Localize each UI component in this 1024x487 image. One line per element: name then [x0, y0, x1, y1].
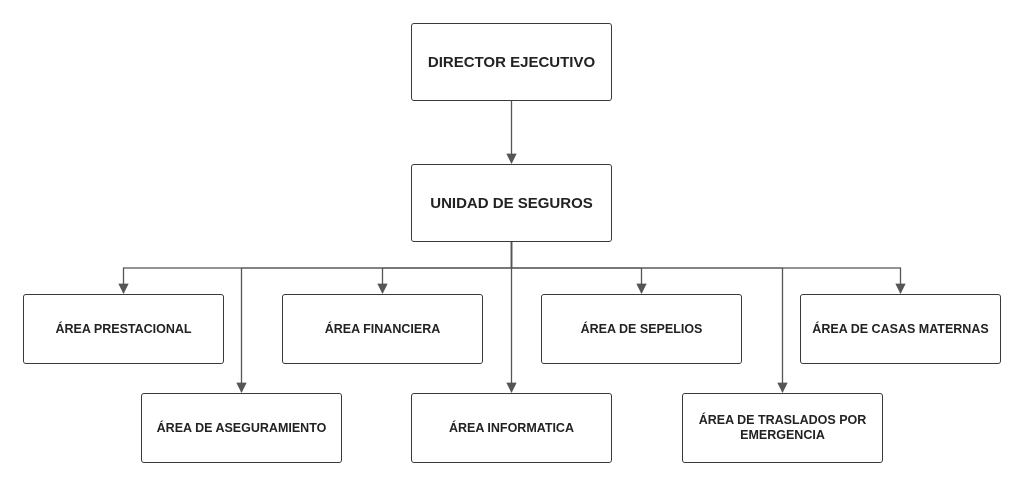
- node-label: ÁREA PRESTACIONAL: [55, 321, 192, 336]
- node-area-informatica[interactable]: ÁREA INFORMATICA: [411, 393, 612, 463]
- node-area-de-sepelios[interactable]: ÁREA DE SEPELIOS: [541, 294, 742, 364]
- node-area-prestacional[interactable]: ÁREA PRESTACIONAL: [23, 294, 224, 364]
- node-area-de-casas-maternas[interactable]: ÁREA DE CASAS MATERNAS: [800, 294, 1001, 364]
- node-label: ÁREA INFORMATICA: [449, 420, 574, 435]
- node-director-ejecutivo[interactable]: DIRECTOR EJECUTIVO: [411, 23, 612, 101]
- node-label: UNIDAD DE SEGUROS: [430, 194, 593, 212]
- node-label: ÁREA DE CASAS MATERNAS: [812, 321, 989, 336]
- node-unidad-de-seguros[interactable]: UNIDAD DE SEGUROS: [411, 164, 612, 242]
- node-label: ÁREA DE ASEGURAMIENTO: [156, 420, 327, 435]
- node-area-de-aseguramiento[interactable]: ÁREA DE ASEGURAMIENTO: [141, 393, 342, 463]
- node-area-de-traslados-por-emergencia[interactable]: ÁREA DE TRASLADOS POR EMERGENCIA: [682, 393, 883, 463]
- node-label: ÁREA DE SEPELIOS: [580, 321, 703, 336]
- connector-unidad-to-casas: [510, 242, 906, 295]
- node-area-financiera[interactable]: ÁREA FINANCIERA: [282, 294, 483, 364]
- connector-unidad-to-financiera: [377, 242, 513, 295]
- node-label: ÁREA FINANCIERA: [324, 321, 441, 336]
- node-label: ÁREA DE TRASLADOS POR EMERGENCIA: [698, 413, 867, 442]
- node-label: DIRECTOR EJECUTIVO: [427, 53, 596, 71]
